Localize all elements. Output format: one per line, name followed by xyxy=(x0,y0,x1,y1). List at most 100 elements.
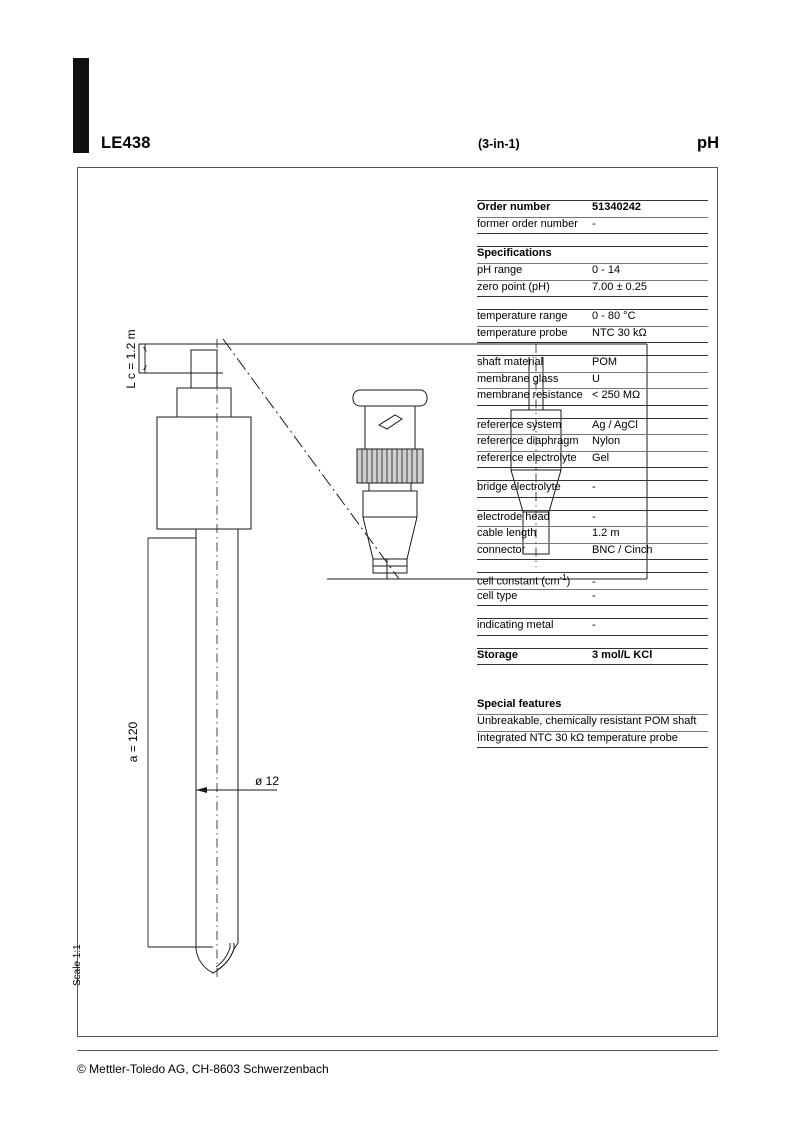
spec-row: former order number- xyxy=(477,218,708,234)
spec-row-rule xyxy=(477,542,708,544)
spec-group-rule-top xyxy=(477,417,708,419)
feature-row: Integrated NTC 30 kΩ temperature probe xyxy=(477,732,708,748)
spec-group-rule-top xyxy=(477,309,708,310)
spec-row: membrane glass U xyxy=(477,373,708,389)
spec-row-key: temperature probe xyxy=(477,326,568,339)
page-title-model: LE438 xyxy=(101,134,151,152)
spec-row-value: Nylon xyxy=(592,435,621,447)
spec-row-key: reference system xyxy=(477,418,562,431)
scale-label: Scale 1:1 xyxy=(72,944,83,986)
spec-row: cell constant (cm-1) - xyxy=(477,573,708,589)
feature-text: Integrated NTC 30 kΩ temperature probe xyxy=(477,731,678,744)
spec-row-value: - xyxy=(592,619,596,631)
spec-row-value: - xyxy=(592,575,596,588)
spec-row-value: Ag / AgCl xyxy=(592,418,638,431)
spec-row-rule xyxy=(477,296,708,297)
spec-row-value: BNC / Cinch xyxy=(592,543,653,556)
spec-row-key: zero point (pH) xyxy=(477,280,550,293)
dimension-shaft-length: a = 120 xyxy=(126,721,140,762)
spec-group: cell constant (cm-1) - cell type - xyxy=(477,572,708,606)
spec-row-value: - xyxy=(592,589,596,602)
feature-rule xyxy=(477,747,708,748)
spec-row-rule xyxy=(477,467,708,468)
spec-row-key: bridge electrolyte xyxy=(477,481,561,493)
spec-row-value: U xyxy=(592,372,600,385)
spec-row-key: connector xyxy=(477,543,526,556)
spec-row: bridge electrolyte- xyxy=(477,481,708,497)
spec-row-key: Storage xyxy=(477,648,518,661)
spec-group-rule-top xyxy=(477,572,708,573)
spec-row-rule xyxy=(477,325,708,327)
spec-group-rule-top xyxy=(477,480,708,481)
brand-bar-mark xyxy=(73,58,89,153)
header-sensor-type: pH xyxy=(697,134,719,152)
spec-row-rule xyxy=(477,371,708,373)
spec-row: indicating metal - xyxy=(477,619,708,635)
spec-row-rule xyxy=(477,434,708,435)
spec-row-rule xyxy=(477,216,708,218)
feature-rule xyxy=(477,730,708,732)
header-variant-label: (3-in-1) xyxy=(478,137,520,151)
spec-row: Order number 51340242 xyxy=(477,201,708,217)
spec-row-rule xyxy=(477,279,708,281)
spec-row: zero point (pH) 7.00 ± 0.25 xyxy=(477,281,708,297)
spec-row-rule xyxy=(477,605,708,606)
feature-text: Unbreakable, chemically resistant POM sh… xyxy=(477,715,697,727)
spec-row-key: reference electrolyte xyxy=(477,451,577,464)
spec-row: cell type - xyxy=(477,590,708,606)
spec-row-key: indicating metal xyxy=(477,619,554,631)
spec-group-rule-top xyxy=(477,355,708,356)
technical-drawing: L c = 1.2 m a = 120 ø 12 xyxy=(77,167,718,1037)
spec-row-rule xyxy=(477,263,708,264)
footer-divider xyxy=(77,1050,718,1051)
spec-row-rule xyxy=(477,404,708,406)
spec-row-value: < 250 MΩ xyxy=(592,389,641,401)
dimension-diameter: ø 12 xyxy=(255,774,279,788)
spec-row-key: Order number xyxy=(477,201,551,213)
spec-row: connector BNC / Cinch xyxy=(477,544,708,560)
spec-group: indicating metal - xyxy=(477,618,708,636)
spec-row-key: cell constant (cm-1) xyxy=(477,573,571,588)
spec-group-rule-top xyxy=(477,618,708,619)
spec-row-rule xyxy=(477,664,708,665)
spec-row-key: temperature range xyxy=(477,310,568,322)
spec-row-key: former order number xyxy=(477,217,578,230)
spec-section-title: Specifications xyxy=(477,247,708,263)
spec-row-rule xyxy=(477,634,708,636)
spec-row: temperature probe NTC 30 kΩ xyxy=(477,327,708,343)
spec-row: membrane resistance < 250 MΩ xyxy=(477,389,708,405)
footer-copyright: © Mettler-Toledo AG, CH-8603 Schwerzenba… xyxy=(77,1062,329,1076)
spec-group: bridge electrolyte- xyxy=(477,480,708,498)
spec-row-rule xyxy=(477,388,708,389)
spec-row-key: cell type xyxy=(477,589,518,602)
special-features-title-row: Special features xyxy=(477,698,708,714)
spec-row-key: membrane glass xyxy=(477,372,559,385)
spec-row-key: reference diaphragm xyxy=(477,435,579,447)
spec-row-key: shaft material xyxy=(477,356,544,368)
spec-row-rule xyxy=(477,342,708,343)
spec-group-rule-top xyxy=(477,200,708,201)
spec-row-rule xyxy=(477,526,708,527)
special-features-title: Special features xyxy=(477,698,562,710)
spec-row-key: membrane resistance xyxy=(477,389,583,401)
spec-row-value: NTC 30 kΩ xyxy=(592,326,647,339)
spec-row-value: 7.00 ± 0.25 xyxy=(592,280,647,293)
spec-row-value: 51340242 xyxy=(592,201,641,213)
spec-row-rule xyxy=(477,496,708,498)
spec-row-value: Gel xyxy=(592,451,610,464)
spec-row-rule xyxy=(477,233,708,234)
drawing-frame xyxy=(77,167,718,1037)
spec-group: reference system Ag / AgCl reference diaph… xyxy=(477,417,708,468)
spec-row: reference diaphragm Nylon xyxy=(477,435,708,451)
spec-row: reference electrolyte Gel xyxy=(477,452,708,468)
spec-row-rule xyxy=(477,588,708,590)
